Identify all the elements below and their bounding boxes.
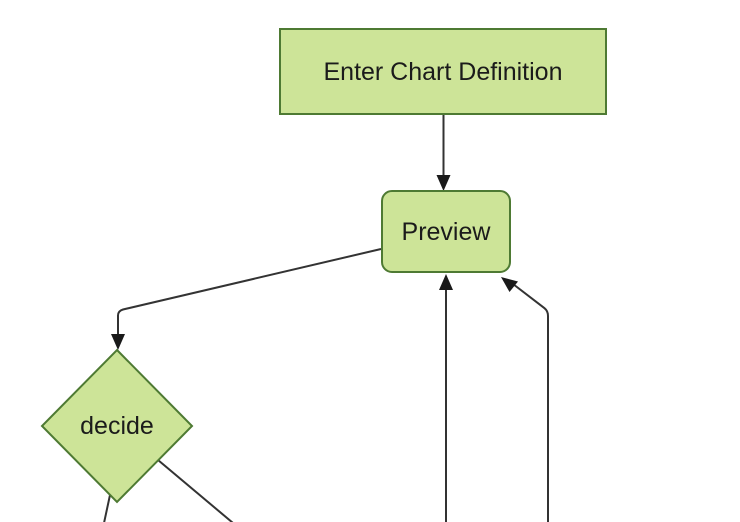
edge-preview-to-decide	[111, 248, 382, 350]
edge-offscreen-to-preview-center	[439, 274, 453, 522]
edge-offscreen-to-preview-corner	[501, 277, 549, 522]
arrowhead-down-icon	[436, 175, 451, 191]
node-preview-shape	[381, 190, 511, 273]
edge-decide-to-offscreen-left	[103, 494, 111, 522]
node-decide-shape	[40, 348, 194, 504]
node-enter-chart-definition-shape	[279, 28, 607, 115]
arrowhead-up-icon	[439, 274, 453, 290]
edge-line	[103, 494, 111, 522]
arrowhead-upleft-icon	[501, 277, 518, 292]
edge-line	[512, 283, 549, 522]
arrowhead-down-icon	[111, 334, 125, 350]
edge-enter-to-preview	[436, 114, 451, 191]
edge-line	[157, 459, 234, 522]
edge-line	[117, 248, 382, 335]
edge-decide-to-offscreen-right	[157, 459, 234, 522]
